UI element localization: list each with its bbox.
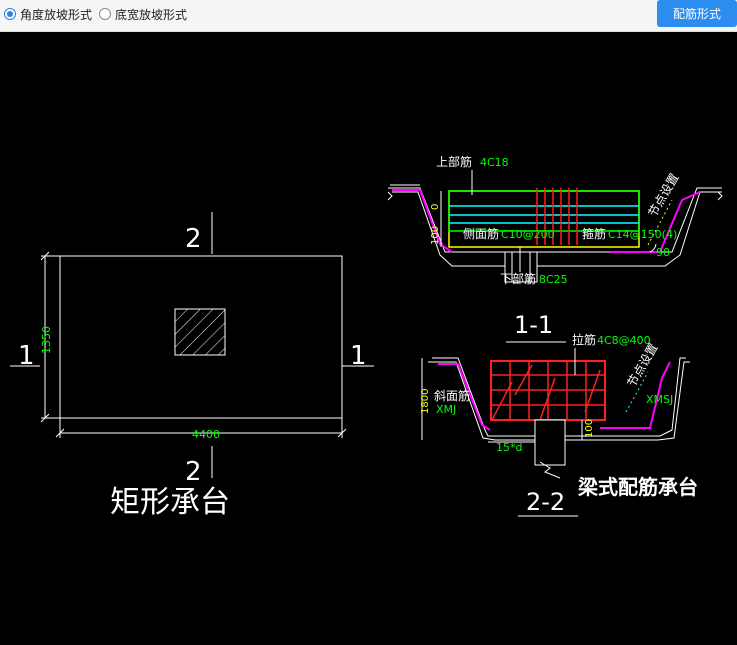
plan-title: 矩形承台: [110, 485, 230, 520]
section-1-1: 上部筋 4C18 侧面筋 C10@200 箍筋 C14@150(4) 下部筋 8…: [387, 154, 723, 343]
cad-drawing: 2 2 1 1 1350 4400 矩形承台: [10, 154, 723, 520]
column-hatch: [174, 308, 226, 356]
dim-right-2-2: 100: [584, 419, 595, 438]
section-mark-2-top: 2: [185, 224, 202, 254]
dim-zero: 0: [430, 204, 441, 210]
dim-text-width: 4400: [192, 428, 220, 441]
top-bar-spec: 4C18: [480, 156, 509, 169]
pile-cap-outline: [59, 255, 343, 419]
toolbar: 角度放坡形式 底宽放坡形式 配筋形式: [0, 0, 737, 32]
radio-angle-slope[interactable]: 角度放坡形式: [4, 5, 92, 23]
column-stub-1-1: [504, 251, 538, 283]
slope-right-code: XMSJ: [646, 393, 673, 406]
drawing-canvas: 2 2 1 1 1350 4400 矩形承台: [0, 32, 737, 641]
slope-left-code: XMJ: [436, 403, 456, 416]
slope-bar-2-right: [600, 361, 671, 429]
label-slope-bar: 斜面筋: [434, 388, 470, 403]
side-bar-spec: C10@200: [501, 228, 555, 241]
section-1-1-title: 1-1: [514, 311, 553, 339]
radio-indicator: [4, 8, 16, 20]
dim-height-2-2: 1800: [420, 389, 431, 414]
section-mark-1-left: 1: [18, 341, 35, 371]
dim-text-height: 1350: [40, 326, 53, 354]
column-stub-2-2: [534, 419, 566, 466]
slope-bar-2-left: [438, 363, 491, 431]
bottom-bar-spec: 8C25: [539, 273, 568, 286]
section-mark-1-right: 1: [350, 341, 367, 371]
reinforcement-form-button[interactable]: 配筋形式: [657, 0, 737, 27]
radio-angle-slope-label: 角度放坡形式: [20, 7, 93, 22]
stirrup-spec: C14@150(4): [608, 228, 677, 241]
label-top-bar: 上部筋: [436, 154, 472, 169]
label-side-bar: 侧面筋: [463, 226, 499, 241]
tie-spec: 4C8@400: [597, 334, 651, 347]
label-bottom-bar: 下部筋: [500, 271, 536, 286]
slope-bar-right: [610, 191, 701, 253]
stirrup-green: [448, 190, 640, 232]
section-mark-2-bottom: 2: [185, 457, 202, 487]
radio-indicator: [99, 8, 111, 20]
plan-view: 2 2 1 1 1350 4400 矩形承台: [10, 212, 374, 520]
label-stirrup: 箍筋: [582, 226, 606, 241]
label-tie: 拉筋: [572, 332, 596, 347]
rebar-grid: [491, 361, 605, 421]
dim-left-1-1: 100: [430, 226, 441, 245]
drawing-caption: 梁式配筋承台: [577, 475, 698, 499]
section-2-2: 1800 15*d 100 拉筋 4C8@400 斜面筋 XMJ XMSJ 节点…: [420, 332, 690, 517]
dim-anchor: 15*d: [496, 441, 522, 454]
section-2-2-outline: [432, 357, 686, 437]
section-2-2-title: 2-2: [526, 488, 565, 516]
radio-width-slope-label: 底宽放坡形式: [115, 7, 188, 22]
radio-width-slope[interactable]: 底宽放坡形式: [99, 5, 187, 23]
node-setting-2-2: 节点设置: [624, 341, 660, 390]
slope-bar-left: [392, 189, 453, 253]
angle-value: 90: [656, 246, 670, 259]
vertical-rebars: [536, 188, 578, 245]
section-1-1-outline: [388, 187, 722, 253]
